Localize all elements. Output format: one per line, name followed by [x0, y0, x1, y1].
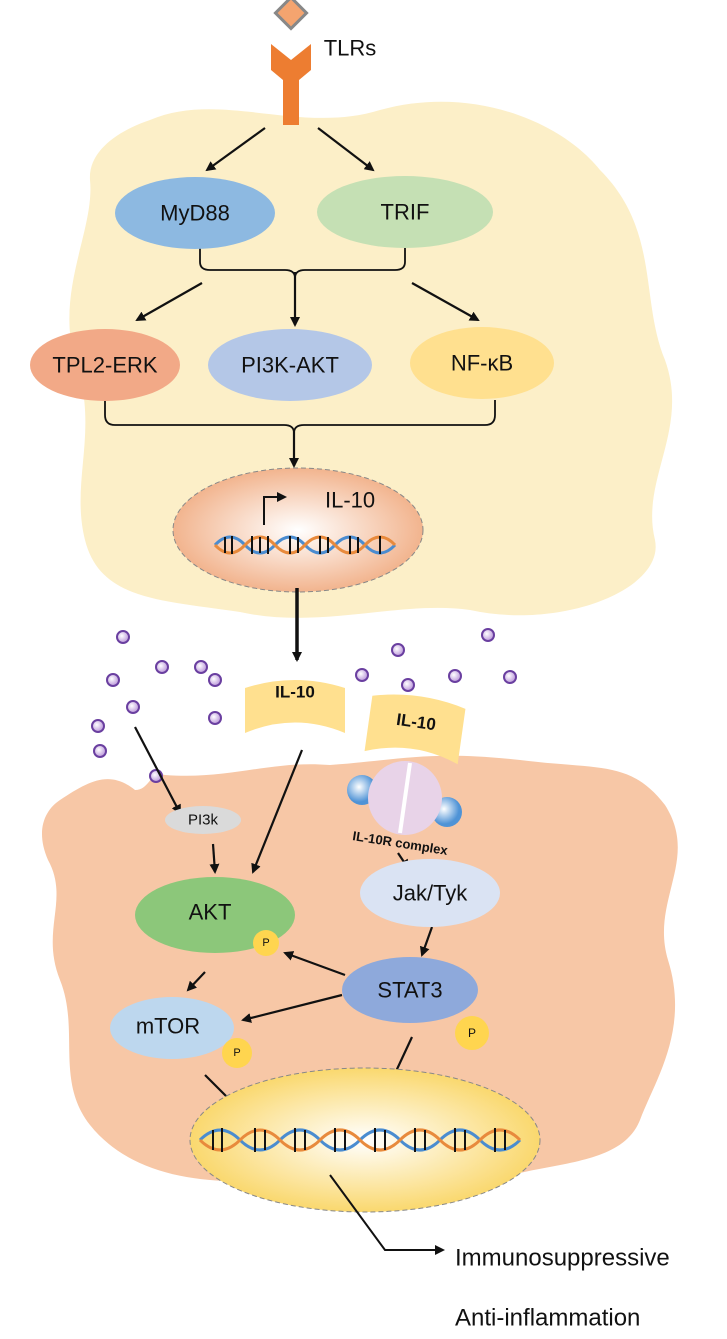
tlr-receptor-icon: [271, 44, 311, 125]
jak-tyk-node: [360, 859, 500, 927]
il10-gene-label: IL-10: [325, 488, 375, 513]
phospho-label: P: [262, 937, 269, 949]
mtor-label: mTOR: [136, 1014, 200, 1039]
myd88-label: MyD88: [160, 201, 230, 226]
phospho-label: P: [468, 1026, 476, 1040]
pi3k-label: PI3k: [188, 812, 219, 829]
dna-icon: [213, 535, 397, 555]
stat3-node: [342, 957, 478, 1023]
tpl2-erk-node: [30, 329, 180, 401]
mtor-node: [110, 997, 234, 1059]
outcome-anti-inflammation: Anti-inflammation: [455, 1305, 640, 1332]
phospho-badge: [222, 1038, 252, 1068]
target-nucleus: [189, 1067, 541, 1213]
il10-molecules: [91, 628, 517, 783]
convergence-bracket: [199, 248, 406, 279]
pi3k-akt-label: PI3K-AKT: [241, 353, 339, 378]
phospho-badge: [455, 1016, 489, 1050]
outcome-immunosuppressive: Immunosuppressive: [455, 1245, 670, 1272]
nfkb-label: NF-κB: [451, 351, 513, 376]
stat3-label: STAT3: [377, 978, 442, 1003]
tlr-label: TLRs: [324, 36, 377, 61]
producer-nucleus: [172, 467, 424, 593]
pi3k-node: [165, 806, 241, 834]
il10-bound-dimer: IL-10: [364, 694, 466, 765]
convergence-bracket: [104, 400, 496, 434]
nfkb-node: [410, 327, 554, 399]
il10-free-label: IL-10: [275, 683, 315, 702]
dna-icon: [198, 1128, 522, 1152]
myd88-node: [115, 177, 275, 249]
ligand-diamond: [273, 0, 309, 31]
il10-dimer: [245, 680, 345, 733]
akt-node: [135, 877, 295, 953]
trif-label: TRIF: [381, 200, 430, 225]
phospho-label: P: [233, 1047, 240, 1059]
akt-label: AKT: [189, 900, 232, 925]
jak-tyk-label: Jak/Tyk: [393, 881, 469, 906]
pi3k-akt-node: [208, 329, 372, 401]
transcription-start-arrow: [263, 492, 287, 525]
trif-node: [317, 176, 493, 248]
tpl2-erk-label: TPL2-ERK: [52, 353, 157, 378]
outcome-arrow: [329, 1174, 445, 1255]
phospho-badge: [253, 930, 279, 956]
